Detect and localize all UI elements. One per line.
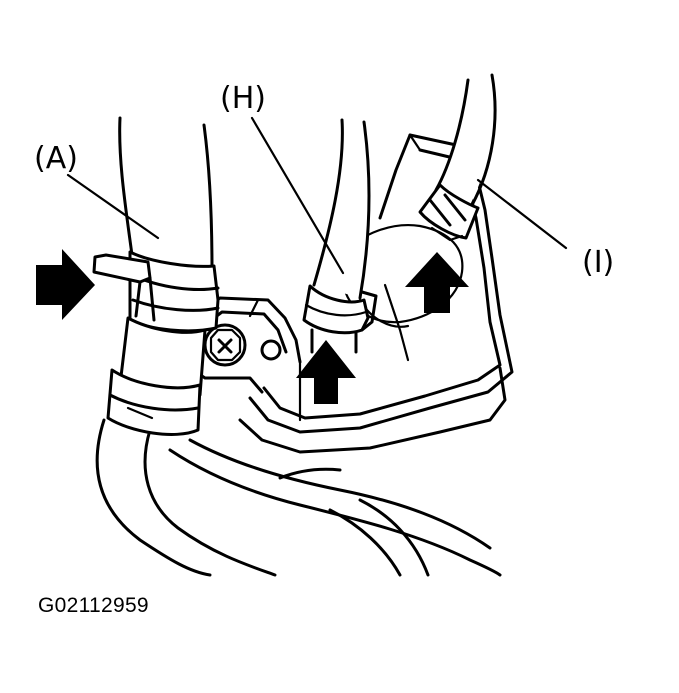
leader-lines [66, 116, 568, 275]
label-a: (A) [34, 141, 78, 176]
hose-clamp-icon [302, 284, 370, 335]
hose-h [302, 118, 378, 354]
arrow-up-icon [296, 340, 356, 404]
label-i: (I) [582, 245, 614, 280]
figure-code: G02112959 [38, 594, 149, 617]
label-h: (H) [220, 81, 266, 116]
hose-a [92, 116, 220, 436]
hose-i [418, 73, 497, 242]
arrow-up-icon [405, 252, 469, 313]
lower-pipes [95, 418, 502, 577]
arrow-right-icon [36, 249, 95, 320]
